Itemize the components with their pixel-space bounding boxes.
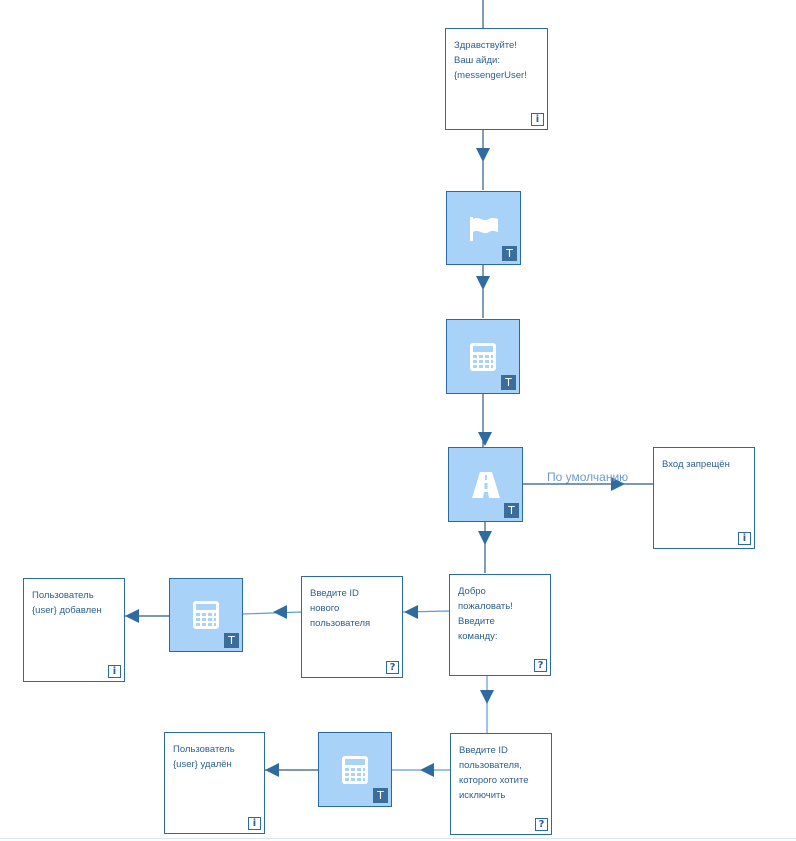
tool-node-calculator-remove[interactable]: T — [318, 732, 392, 807]
node-text: Введите ID пользователя, которого хотите… — [459, 745, 529, 801]
tool-node-router[interactable]: T — [448, 447, 523, 522]
node-text: Введите ID нового пользователя — [310, 588, 371, 629]
node-text: Здравствуйте! Ваш айди: {messengerUser! — [454, 40, 527, 81]
info-icon[interactable]: i — [248, 817, 261, 830]
message-node-greeting[interactable]: Здравствуйте! Ваш айди: {messengerUser! … — [445, 28, 548, 130]
arrowhead — [420, 763, 434, 777]
input-node-remove-user-id[interactable]: Введите ID пользователя, которого хотите… — [450, 733, 552, 835]
arrowhead — [611, 477, 625, 491]
arrowhead — [476, 276, 490, 290]
arrowhead — [480, 690, 494, 704]
message-node-welcome[interactable]: Добро пожаловать! Введите команду: ? — [449, 574, 551, 676]
tool-badge[interactable]: T — [501, 375, 516, 390]
flag-icon — [469, 217, 498, 241]
arrowhead — [476, 148, 490, 162]
node-text: Пользователь {user} добавлен — [32, 590, 102, 616]
node-text: Пользователь {user} удалён — [173, 744, 235, 770]
calculator-icon — [342, 755, 368, 784]
tool-badge[interactable]: T — [373, 788, 388, 803]
edge-label-default: По умолчанию — [547, 470, 629, 484]
calculator-icon — [470, 342, 496, 371]
tool-node-calculator-add[interactable]: T — [169, 578, 243, 652]
tool-badge[interactable]: T — [502, 246, 517, 261]
node-text: Добро пожаловать! Введите команду: — [458, 586, 513, 642]
road-icon — [471, 471, 500, 498]
tool-badge[interactable]: T — [224, 633, 239, 648]
arrowhead — [273, 605, 287, 619]
arrowhead — [125, 609, 139, 623]
arrowhead — [404, 605, 418, 619]
arrowhead — [478, 531, 492, 545]
arrowhead — [265, 763, 279, 777]
message-node-user-removed[interactable]: Пользователь {user} удалён i — [164, 732, 265, 834]
question-icon[interactable]: ? — [386, 661, 399, 674]
info-icon[interactable]: i — [531, 113, 544, 126]
question-icon[interactable]: ? — [534, 659, 547, 672]
edge-newid-calc — [242, 611, 302, 615]
info-icon[interactable]: i — [738, 532, 751, 545]
input-node-new-user-id[interactable]: Введите ID нового пользователя ? — [301, 576, 403, 678]
tool-node-calculator[interactable]: T — [446, 319, 520, 394]
message-node-access-denied[interactable]: Вход запрещён i — [653, 447, 755, 549]
arrowhead — [478, 432, 492, 446]
canvas-bottom-border — [0, 838, 796, 839]
node-text: Вход запрещён — [662, 459, 730, 470]
info-icon[interactable]: i — [108, 665, 121, 678]
question-icon[interactable]: ? — [535, 818, 548, 831]
tool-badge[interactable]: T — [504, 503, 519, 518]
tool-node-flag[interactable]: T — [446, 191, 521, 265]
calculator-icon — [193, 601, 219, 629]
message-node-user-added[interactable]: Пользователь {user} добавлен i — [23, 578, 125, 682]
